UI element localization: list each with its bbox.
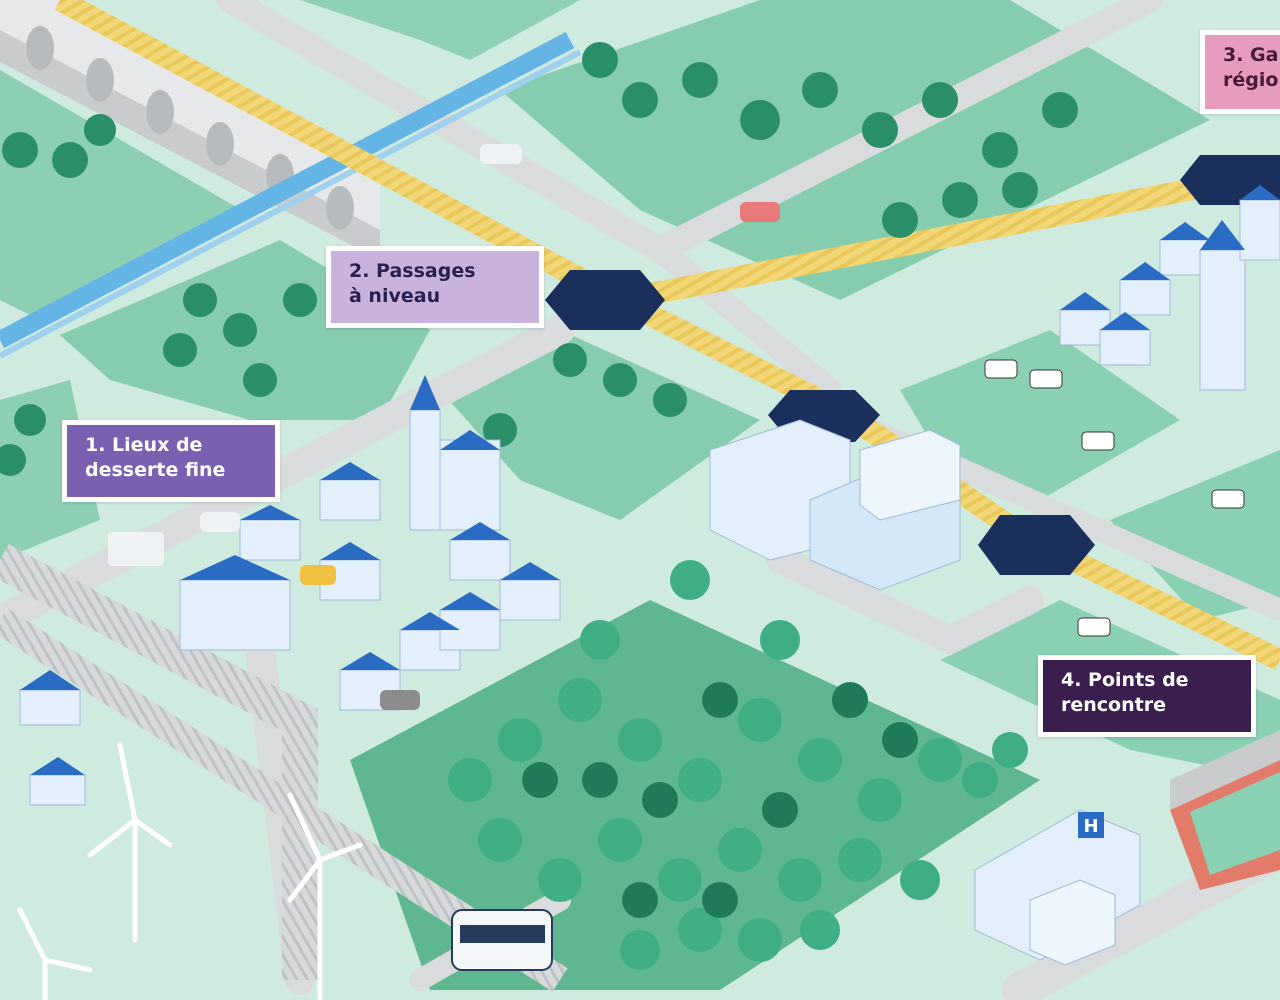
vehicles [108,144,780,971]
trees [0,42,1078,970]
running-track [1170,730,1280,890]
label-2-line-1: 2. Passages [349,260,476,282]
cows [984,359,1245,637]
label-passages-a-niveau: 2. Passages à niveau [326,246,544,328]
hospital-sign: H [1083,816,1098,837]
label-1-line-2: desserte fine [85,459,226,481]
label-gares-regionales: 3. Ga régio [1200,30,1280,114]
canal-bank [0,49,582,359]
viaduct [0,0,380,260]
label-3-line-2: régio [1223,69,1279,91]
canal [0,32,575,348]
village-houses [19,375,561,806]
label-points-de-rencontre: 4. Points de rencontre [1038,655,1256,737]
town-houses [1059,185,1280,391]
label-lieux-desserte-fine: 1. Lieux de desserte fine [62,420,280,502]
wind-turbines [17,742,363,1000]
station-building [709,419,961,591]
label-3-line-1: 3. Ga [1223,44,1279,66]
hospital: H [974,809,1141,966]
label-1-line-1: 1. Lieux de [85,434,203,456]
label-2-line-2: à niveau [349,285,441,307]
label-4-line-2: rencontre [1061,694,1166,716]
label-4-line-1: 4. Points de [1061,669,1189,691]
